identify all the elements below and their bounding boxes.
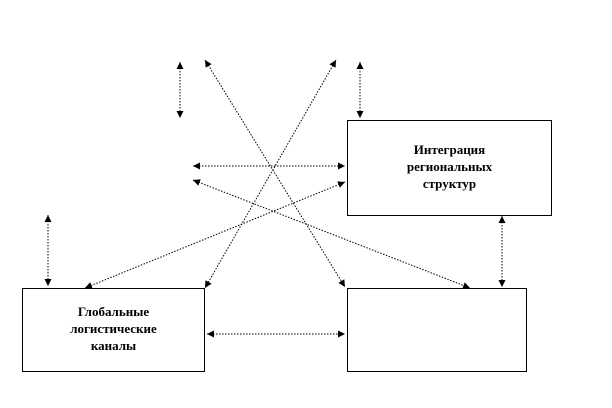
diagonal-arrow-top-right-to-global-box: [204, 59, 337, 289]
integration-box: Интеграция региональных структур: [347, 120, 552, 216]
diagonal-arrow-top-left-to-blank-box: [204, 59, 346, 288]
global-channels-box-label: Глобальные логистические каналы: [70, 304, 157, 353]
global-channels-box: Глобальные логистические каналы: [22, 288, 205, 372]
blank-box: [347, 288, 527, 372]
integration-box-label: Интеграция региональных структур: [406, 142, 493, 191]
diagonal-arrow-integration-to-global: [84, 181, 346, 289]
